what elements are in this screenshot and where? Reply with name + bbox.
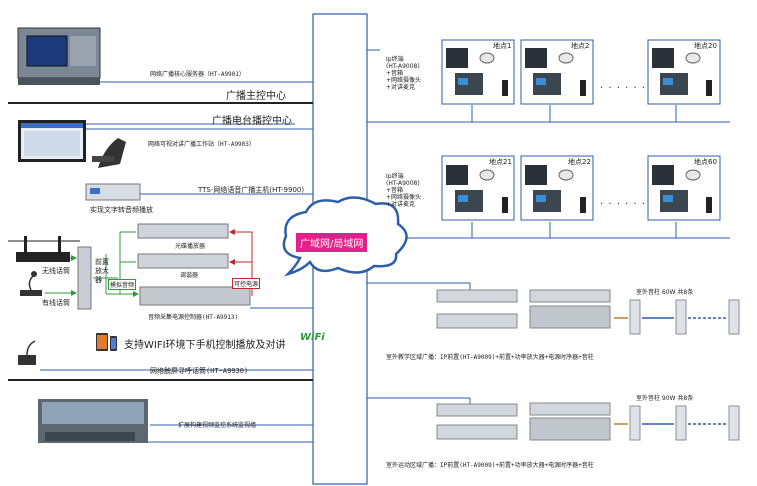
- workstation-label: 网络可视对讲广播工作站（HT-A9903）: [148, 141, 255, 148]
- collector-label: 音频采集电源控制器(HT-A9913): [148, 314, 239, 321]
- terminal-desc-line: Ip终端: [386, 56, 404, 63]
- terminal-desc-line: +音箱: [386, 70, 404, 77]
- terminal-desc-line: (HT-A9008): [386, 63, 420, 70]
- terminal-mics: [502, 80, 712, 213]
- analog-audio-label: 模拟音频: [108, 279, 137, 290]
- point-label: 地点22: [568, 158, 591, 166]
- video-wall-image: [38, 399, 148, 443]
- terminal-desc-line: +音箱: [386, 187, 404, 194]
- paging-mic-icon: [18, 340, 36, 365]
- cd-player-label: 光碟播放器: [175, 243, 206, 250]
- preamp-rack: [77, 246, 92, 310]
- tablet-phone-icon: [96, 333, 117, 351]
- server-label: 网络广播核心服务器（HT-A9901）: [150, 71, 245, 78]
- terminal-desc-row1: Ip终端 (HT-A9008) +音箱 +网络摄像头 +对讲麦克: [386, 56, 421, 91]
- speaker-cables: [614, 317, 727, 425]
- terminal-desc-line: +网络摄像头: [386, 77, 422, 84]
- tts-host: [85, 183, 141, 201]
- tuner-label: 调谐器: [180, 272, 199, 279]
- terminal-desc-line: (HT-A9008): [386, 180, 420, 187]
- zone-equipment: [436, 289, 611, 441]
- video-wall-label: 扩展构建视频监控系统监视墙: [178, 422, 257, 429]
- camera-icons: [479, 52, 701, 181]
- speaker-columns: [629, 299, 740, 441]
- preamp-label: 前置放大器: [95, 258, 109, 284]
- zone-caption: 室外运动区域广播：IP前置(HT-A9009)+前置+功率放大器+电源时序器+音…: [386, 462, 594, 469]
- paging-label: 网络触屏寻呼话筒(HT-A9930): [150, 367, 249, 375]
- tts-label: TTS-网络语音广播主机(HT-9900): [198, 186, 305, 194]
- point-label: 地点2: [571, 42, 590, 50]
- zone-caption: 室外教学区域广播：IP前置(HT-A9009)+前置+功率放大器+电源时序器+音…: [386, 354, 594, 361]
- ellipsis-row1: . . . . . .: [600, 80, 646, 91]
- ellipsis-row2: . . . . . .: [600, 196, 646, 207]
- wifi-text: 支持WIFI环境下手机控制播放及对讲: [124, 340, 286, 351]
- wired-mic-label: 有线话筒: [42, 299, 70, 307]
- terminal-desc-row2: Ip终端 (HT-A9008) +音箱 +网络摄像头 +对讲麦克: [386, 173, 421, 208]
- network-cloud-label: 广域网/局域网: [296, 233, 368, 252]
- core-server-rack: [17, 27, 101, 85]
- terminal-frames: [441, 39, 721, 221]
- wireless-mic-icon: [16, 236, 70, 262]
- main-center-title: 广播主控中心: [226, 91, 286, 102]
- point-label: 地点1: [493, 42, 512, 50]
- zone-speaker-label: 室外音柱 90W 共8条: [636, 395, 694, 402]
- tts-caption: 实现文字转音频播放: [90, 206, 153, 214]
- point-label: 地点21: [489, 158, 512, 166]
- zone-speaker-label: 室外音柱 60W 共8条: [636, 289, 694, 296]
- rack-devices: [137, 223, 251, 306]
- terminal-desc-line: +对讲麦克: [386, 201, 416, 208]
- wired-mic-icon: [20, 271, 42, 296]
- terminal-units: [446, 48, 688, 212]
- wireless-mic-label: 无线话筒: [42, 267, 70, 275]
- point-label: 地点20: [694, 42, 717, 50]
- station-center-title: 广播电台播控中心: [212, 116, 292, 127]
- wifi-logo: WiFi: [300, 332, 325, 343]
- point-label: 地点60: [694, 158, 717, 166]
- terminal-desc-line: +网络摄像头: [386, 194, 422, 201]
- terminal-desc-line: Ip终端: [386, 173, 404, 180]
- workstation-monitor: [18, 120, 126, 168]
- terminal-desc-line: +对讲麦克: [386, 84, 416, 91]
- controlled-power-label: 可控电源: [232, 278, 261, 289]
- connection-lines: [30, 49, 730, 443]
